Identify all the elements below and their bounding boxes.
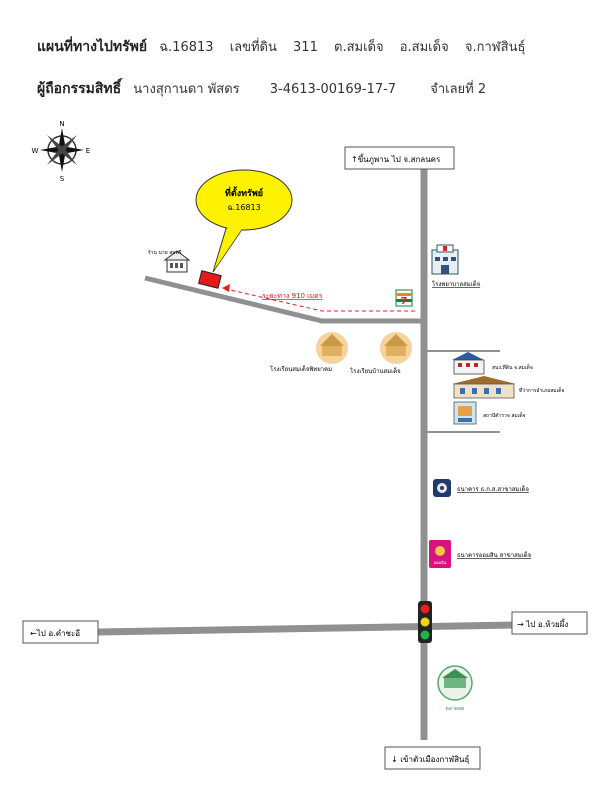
east-sign xyxy=(511,611,588,635)
market-icon xyxy=(437,665,473,701)
amphoe: อ.สมเด็จ xyxy=(399,40,449,55)
land-number-label: เลขที่ดิน xyxy=(229,40,277,55)
owner-id: 3-4613-00169-17-7 xyxy=(269,82,397,97)
police-station-icon xyxy=(453,401,477,425)
compass-s: S xyxy=(60,175,65,183)
route-line xyxy=(222,284,415,312)
school-2-icon xyxy=(380,332,412,364)
south-sign-text: ↓ เข้าตัวเมืองกาฬสินธุ์ xyxy=(391,754,470,764)
compass-e: E xyxy=(86,147,90,155)
traffic-light-icon xyxy=(418,601,432,643)
owner-name: นางสุกานดา พัสดร xyxy=(133,82,240,97)
school-2-label: โรงเรียนบ้านสมเด็จ xyxy=(350,366,401,375)
gsb-badge-text: ออมสิน xyxy=(434,560,447,565)
map-title: แผนที่ทางไปทรัพย์ xyxy=(37,39,148,55)
district-office-label: ที่ว่าการอำเภอสมเด็จ xyxy=(519,386,565,394)
police-station-label: สถานีตำรวจ สมเด็จ xyxy=(483,411,526,419)
hospital-label: โรงพยาบาลสมเด็จ xyxy=(432,279,480,288)
seven-eleven-text: 7 xyxy=(401,296,408,307)
main-road-horizontal xyxy=(97,621,519,636)
south-sign xyxy=(384,746,481,770)
case-label: จำเลยที่ 2 xyxy=(430,82,487,97)
province: จ.กาฬสินธุ์ xyxy=(464,40,526,55)
side-road-diagonal xyxy=(144,275,323,324)
land-number: 311 xyxy=(293,40,318,55)
north-sign xyxy=(344,146,455,170)
shop-label: ร้าน นาย สมศรี xyxy=(148,249,182,256)
school-1-icon xyxy=(316,332,348,364)
land-office-icon xyxy=(452,352,485,375)
shop-icon xyxy=(163,250,191,273)
west-sign-text: ←ไป อ.คำชะอี xyxy=(30,629,80,638)
district-office-icon xyxy=(452,376,516,399)
compass-n: N xyxy=(59,120,64,128)
east-sign-text: → ไป อ.ห้วยผึ้ง xyxy=(517,618,568,629)
gsb-bank-icon xyxy=(429,540,451,568)
hospital-icon xyxy=(431,244,459,275)
owner-label: ผู้ถือกรรมสิทธิ์ xyxy=(37,81,122,97)
north-sign-text: ↑ขึ้นภูพาน ไป จ.สกลนคร xyxy=(351,153,441,165)
baac-bank-icon xyxy=(433,479,451,497)
seven-eleven-icon xyxy=(395,289,413,307)
callout-bubble xyxy=(195,169,293,273)
market-label: ตลาดสด xyxy=(446,706,465,712)
school-1-label: โรงเรียนสมเด็จพิทยาคม xyxy=(270,364,332,373)
callout-deed: ฉ.16813 xyxy=(227,203,260,212)
west-sign xyxy=(22,620,99,644)
gsb-bank-label: ธนาคารออมสิน สาขาสมเด็จ xyxy=(457,550,531,559)
baac-bank-label: ธนาคาร ธ.ก.ส.สาขาสมเด็จ xyxy=(457,484,529,493)
roads xyxy=(97,165,519,740)
distance-label: ระยะทาง 910 เมตร xyxy=(262,292,323,300)
compass-w: W xyxy=(32,147,39,155)
header-line-2: ผู้ถือกรรมสิทธิ์ นางสุกานดา พัสดร 3-4613… xyxy=(37,78,498,100)
land-office-label: สนง.ที่ดิน จ.สมเด็จ xyxy=(492,363,533,371)
tambon: ต.สมเด็จ xyxy=(334,40,384,55)
compass-icon: N S E W xyxy=(32,120,91,183)
property-marker xyxy=(197,270,222,289)
deed-number: ฉ.16813 xyxy=(159,40,214,55)
header-line-1: แผนที่ทางไปทรัพย์ ฉ.16813 เลขที่ดิน 311 … xyxy=(37,36,537,58)
callout-title: ที่ตั้งทรัพย์ xyxy=(225,186,263,199)
